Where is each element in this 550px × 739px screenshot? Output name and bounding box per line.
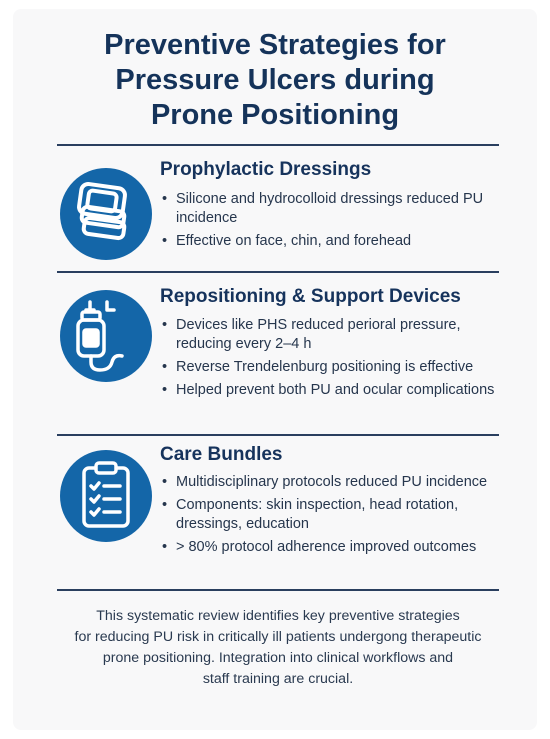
layered-dressings-icon	[60, 168, 152, 260]
page-title: Preventive Strategies for Pressure Ulcer…	[0, 28, 550, 133]
section-heading-dressings: Prophylactic Dressings	[160, 159, 372, 180]
summary-line-4: staff training are crucial.	[202, 671, 354, 687]
title-line-1: Preventive Strategies for	[104, 29, 446, 61]
title-line-3: Prone Positioning	[150, 99, 400, 131]
bullet-list-repositioning: Devices like PHS reduced perioral pressu…	[160, 316, 500, 400]
list-item: Effective on face, chin, and forehead	[160, 232, 500, 251]
list-item: Silicone and hydrocolloid dressings redu…	[160, 190, 500, 228]
clipboard-checklist-icon	[60, 450, 152, 542]
summary-paragraph: This systematic review identifies key pr…	[50, 606, 506, 690]
list-item: Devices like PHS reduced perioral pressu…	[160, 316, 500, 354]
bullet-list-care-bundles: Multidisciplinary protocols reduced PU i…	[160, 473, 500, 557]
list-item: Multidisciplinary protocols reduced PU i…	[160, 473, 500, 492]
divider	[57, 434, 499, 436]
list-item: Helped prevent both PU and ocular compli…	[160, 381, 500, 400]
divider	[57, 271, 499, 273]
section-heading-care-bundles: Care Bundles	[160, 444, 283, 465]
bullet-list-dressings: Silicone and hydrocolloid dressings redu…	[160, 190, 500, 251]
list-item: Reverse Trendelenburg positioning is eff…	[160, 358, 500, 377]
divider	[57, 144, 499, 146]
list-item: Components: skin inspection, head rotati…	[160, 496, 500, 534]
iv-bag-icon	[60, 290, 152, 382]
summary-line-3: prone positioning. Integration into clin…	[102, 650, 454, 666]
section-heading-repositioning: Repositioning & Support Devices	[160, 286, 461, 307]
divider	[57, 589, 499, 591]
summary-line-2: for reducing PU risk in critically ill p…	[74, 629, 482, 645]
list-item: > 80% protocol adherence improved outcom…	[160, 538, 500, 557]
summary-line-1: This systematic review identifies key pr…	[96, 608, 460, 624]
title-line-2: Pressure Ulcers during	[115, 64, 435, 96]
